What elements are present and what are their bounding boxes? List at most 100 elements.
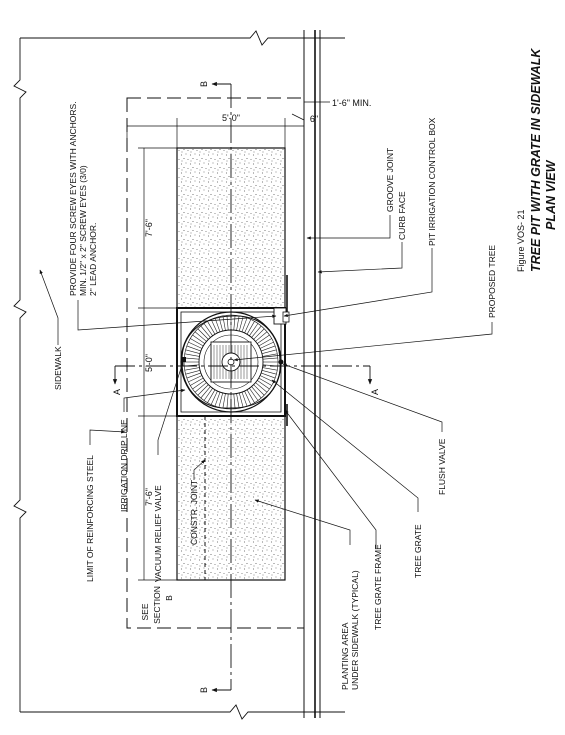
section-mark-a-right: A [370,389,380,395]
leader-screw-eyes [77,300,277,331]
figure-subtitle: PLAN VIEW [544,159,558,230]
grate-spoke [255,382,268,393]
break-line-top [20,30,345,46]
grate-spoke [255,331,268,342]
leader-curb-face [317,242,403,274]
dim-offset-arrow [291,113,305,121]
grate-spoke [262,357,278,360]
dim-length-upper-label: 7'-6" [144,219,154,237]
grate-spoke [185,349,201,355]
grate-spoke [200,325,211,338]
grate-spoke [260,345,276,352]
grate-spoke [259,341,274,349]
grate-spoke [238,392,244,408]
grate-spoke [222,393,226,409]
grate-spoke [244,390,252,405]
label-screw-eyes-2: MIN. 1/2" x 2" SCREW EYES (3/0) [78,165,88,296]
leader-drip-line [123,388,186,412]
grate-spoke [203,323,213,336]
grate-spoke [233,315,236,331]
leader-constr-joint [193,459,206,480]
grate-spoke [184,367,200,371]
grate-spoke [258,338,272,347]
label-limit-steel: LIMIT OF REINFORCING STEEL [85,455,95,582]
dim-length-lower-label: 7'-6" [144,488,154,506]
grate-spoke [186,345,202,352]
see-section-label: SEE [140,603,150,620]
grate-spoke [188,341,203,349]
leader-groove-joint [306,215,391,240]
section-mark-b-top: B [199,81,209,87]
label-screw-eyes-1: PROVIDE FOUR SCREW EYES WITH ANCHORS. [68,101,78,296]
grate-spoke [185,369,201,375]
grate-spoke [190,338,204,347]
label-control-box: PIT IRRIGATION CONTROL BOX [427,117,437,246]
grate-spoke [194,331,207,342]
grate-spoke [253,328,265,340]
leader-sidewalk [39,269,59,345]
section-mark-a-left: A [112,389,122,395]
grate-spoke [184,353,200,357]
grate-spoke [197,384,209,396]
grate-spoke [253,384,265,396]
grate-spoke [258,377,272,386]
label-planting-1: PLANTING AREA [340,622,350,690]
grate-spoke [210,390,218,405]
grate-spoke [244,319,252,334]
grate-spoke [226,393,229,409]
leader-limit-steel [89,429,126,445]
label-planting-2: UNDER SIDEWALK (TYPICAL) [350,570,360,690]
reinforcing-limit [126,97,305,629]
grate-spoke [260,372,276,379]
label-drip-line: IRRIGATION DRIP LINE [119,419,129,512]
leader-grate-frame [284,409,377,548]
leader-tree-grate [271,379,419,512]
grate-spoke [218,392,224,408]
flush-valve [278,359,284,365]
grate-spoke [207,321,216,335]
grate-spoke [262,353,278,357]
label-vacuum-valve: VACUUM RELIEF VALVE [153,485,163,582]
grate-spoke [184,357,200,360]
grate-spoke [192,334,205,344]
grate-spoke [257,334,270,344]
grate-spoke [203,388,213,401]
leader-flush-valve [282,363,443,432]
grate-spoke [241,391,248,407]
grate-spoke [194,382,207,393]
grate-spoke [249,323,259,336]
grate-spoke [207,389,216,403]
grate-spoke [210,319,218,334]
figure-title: TREE PIT WITH GRATE IN SIDEWALK [529,48,543,272]
label-curb-face: CURB FACE [397,191,407,240]
label-screw-eyes-3: 2" LEAD ANCHOR. [88,223,98,296]
grate-spoke [257,380,270,390]
grate-spoke [236,315,240,331]
grate-spoke [214,391,221,407]
section-mark-b-bottom: B [199,687,209,693]
grate-spoke [226,315,229,331]
section-label: SECTION [152,586,162,624]
grate-spoke [236,393,240,409]
label-tree-grate: TREE GRATE [413,524,423,578]
figure-number: Figure VOS- 21 [516,209,526,272]
grate-spoke [246,389,255,403]
break-line-left [13,38,27,712]
dim-grate-size-label: 5'-0" [144,354,154,372]
leader-vacuum-valve [157,361,184,455]
leader-control-box [283,248,433,318]
grate-spoke [259,375,274,383]
grate-spoke [246,321,255,335]
leader-planting [254,499,351,545]
screw-eye-anchor-plate [282,311,290,323]
label-sidewalk: SIDEWALK [53,346,63,390]
vacuum-relief-valve [181,357,186,362]
grate-spoke [251,386,262,399]
dim-min-label: 1'-6" MIN. [332,98,371,108]
grate-spoke [238,316,244,332]
grate-spoke [222,315,226,331]
label-groove-joint: GROOVE JOINT [385,148,395,212]
grate-spoke [188,375,203,383]
grate-spoke [186,372,202,379]
